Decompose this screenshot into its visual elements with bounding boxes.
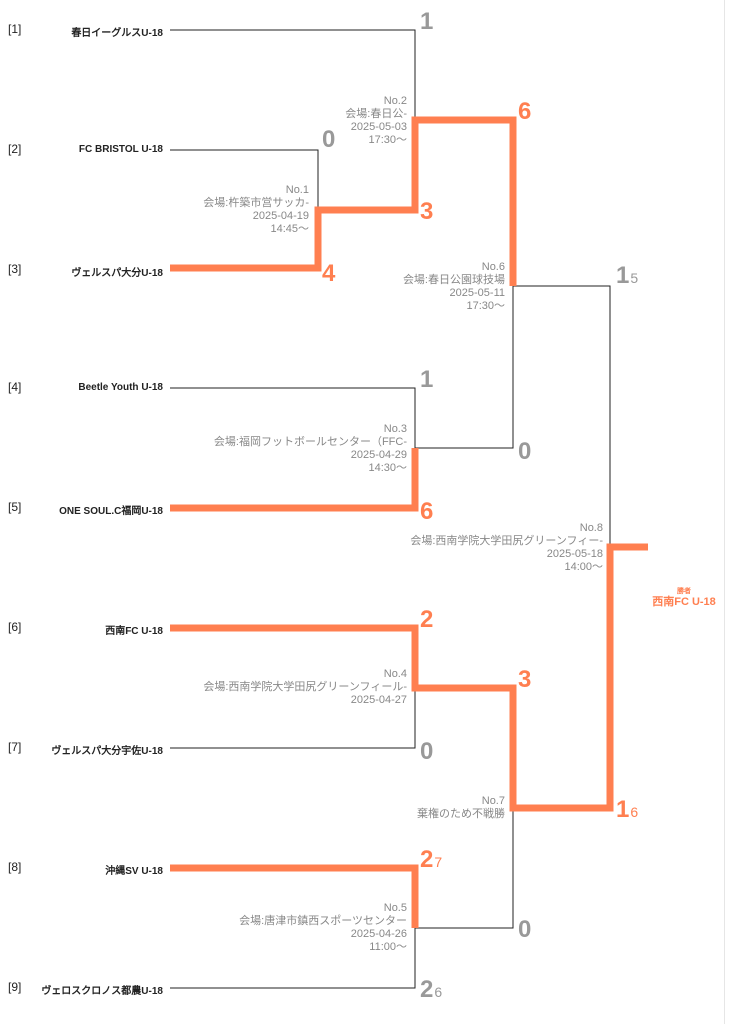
- match-date: 2025-04-29: [350, 449, 407, 461]
- match-date: 2025-04-27: [350, 694, 407, 706]
- match-time: 11:00～: [369, 941, 407, 953]
- score-m8-a: 15: [616, 264, 638, 290]
- match-venue: 棄権のため不戦勝: [417, 808, 505, 820]
- match-venue: 会場:春日公-: [345, 108, 407, 120]
- seed-label: [8]: [8, 860, 22, 874]
- match-number: No.8: [579, 522, 603, 534]
- team-name[interactable]: Beetle Youth U-18: [78, 382, 163, 393]
- pk-score: 6: [630, 804, 639, 820]
- match-venue: 会場:福岡フットボールセンター（FFC-: [213, 436, 407, 448]
- champion-box: 勝者 西南FC U-18: [648, 588, 720, 609]
- match-venue: 会場:唐津市鎮西スポーツセンター: [239, 915, 407, 927]
- match-number: No.3: [383, 423, 407, 435]
- page-divider: [724, 0, 725, 1024]
- score-m5-a: 27: [420, 848, 442, 874]
- seed-label: [2]: [8, 142, 22, 156]
- score-m4-a: 2: [420, 606, 434, 633]
- line-team-4: [170, 387, 416, 448]
- score-value: 2: [420, 846, 434, 873]
- match-number: No.5: [383, 902, 407, 914]
- win-path-team-3: [170, 116, 517, 286]
- match-info-1[interactable]: No.1 会場:杵築市営サッカ- 2025-04-19 14:45～: [203, 184, 309, 236]
- team-name[interactable]: FC BRISTOL U-18: [78, 144, 163, 155]
- match-time: 17:30～: [368, 134, 407, 146]
- line-team-1: [170, 29, 416, 120]
- pk-score: 6: [434, 984, 443, 1000]
- match-date: 2025-05-11: [449, 287, 505, 299]
- win-path-team-6: [170, 543, 648, 812]
- score-m3-a: 1: [420, 366, 434, 393]
- match-info-5[interactable]: No.5 会場:唐津市鎮西スポーツセンター 2025-04-26 11:00～: [239, 902, 407, 954]
- match-info-6[interactable]: No.6 会場:春日公園球技場 2025-05-11 17:30～: [403, 261, 505, 313]
- match-info-2[interactable]: No.2 会場:春日公- 2025-05-03 17:30～: [345, 95, 407, 147]
- match-number: No.2: [383, 95, 407, 107]
- line-team-7: [170, 688, 416, 749]
- match-date: 2025-05-18: [546, 548, 603, 560]
- match-venue: 会場:西南学院大学田尻グリーンフィール-: [203, 681, 407, 693]
- score-m7-b: 0: [518, 916, 532, 943]
- pk-score: 5: [630, 270, 639, 286]
- team-name[interactable]: ヴェロスクロノス都農U-18: [41, 986, 163, 997]
- score-m2-b: 3: [420, 198, 434, 225]
- score-m5-b: 26: [420, 978, 442, 1004]
- team-name[interactable]: ONE SOUL.C福岡U-18: [59, 506, 163, 517]
- match-info-3[interactable]: No.3 会場:福岡フットボールセンター（FFC- 2025-04-29 14:…: [214, 423, 407, 475]
- score-m4-b: 0: [420, 738, 434, 765]
- match-date: 2025-04-19: [252, 210, 309, 222]
- seed-label: [7]: [8, 740, 22, 754]
- win-path-team-8: [170, 864, 419, 928]
- line-team-9: [170, 928, 416, 989]
- seed-label: [9]: [8, 980, 22, 994]
- score-value: 1: [616, 262, 630, 289]
- score-value: 2: [420, 976, 434, 1003]
- team-name[interactable]: 沖縄SV U-18: [105, 866, 163, 877]
- team-name[interactable]: 西南FC U-18: [105, 626, 163, 637]
- score-m8-b: 16: [616, 798, 638, 824]
- line-team-2: [170, 149, 319, 210]
- seed-label: [1]: [8, 22, 22, 36]
- score-m6-b: 0: [518, 438, 532, 465]
- win-path-team-5: [170, 448, 419, 512]
- match-time: 14:00～: [564, 561, 603, 573]
- line-m6-winner: [513, 285, 611, 547]
- match-venue: 会場:春日公園球技場: [402, 274, 505, 286]
- match-info-4[interactable]: No.4 会場:西南学院大学田尻グリーンフィール- 2025-04-27: [203, 668, 407, 707]
- team-name[interactable]: ヴェルスパ大分宇佐U-18: [51, 746, 163, 757]
- match-info-7[interactable]: No.7 棄権のため不戦勝: [417, 795, 505, 821]
- champion-label: 勝者: [677, 588, 691, 595]
- match-time: 14:30～: [368, 462, 407, 474]
- team-name[interactable]: 春日イーグルスU-18: [71, 28, 163, 39]
- score-value: 1: [616, 796, 630, 823]
- line-m5-winner: [415, 808, 514, 929]
- seed-label: [4]: [8, 380, 22, 394]
- pk-score: 7: [434, 854, 443, 870]
- match-number: No.7: [481, 795, 505, 807]
- line-m3-winner: [415, 286, 514, 449]
- score-m1-b: 4: [322, 260, 336, 287]
- champion-name[interactable]: 西南FC U-18: [652, 596, 716, 608]
- match-date: 2025-05-03: [350, 121, 407, 133]
- score-m6-a: 6: [518, 98, 532, 125]
- match-number: No.4: [383, 668, 407, 680]
- score-m2-a: 1: [420, 8, 434, 35]
- match-number: No.1: [285, 184, 309, 196]
- match-venue: 会場:西南学院大学田尻グリーンフィー-: [410, 535, 603, 547]
- score-m7-a: 3: [518, 666, 532, 693]
- score-m1-a: 0: [322, 126, 336, 153]
- match-venue: 会場:杵築市営サッカ-: [203, 197, 309, 209]
- match-number: No.6: [481, 261, 505, 273]
- match-time: 17:30～: [466, 300, 505, 312]
- score-m3-b: 6: [420, 498, 434, 525]
- match-date: 2025-04-26: [350, 928, 407, 940]
- match-info-8[interactable]: No.8 会場:西南学院大学田尻グリーンフィー- 2025-05-18 14:0…: [410, 522, 603, 574]
- seed-label: [5]: [8, 500, 22, 514]
- match-time: 14:45～: [270, 223, 309, 235]
- team-name[interactable]: ヴェルスパ大分U-18: [71, 268, 163, 279]
- seed-label: [3]: [8, 262, 22, 276]
- seed-label: [6]: [8, 620, 22, 634]
